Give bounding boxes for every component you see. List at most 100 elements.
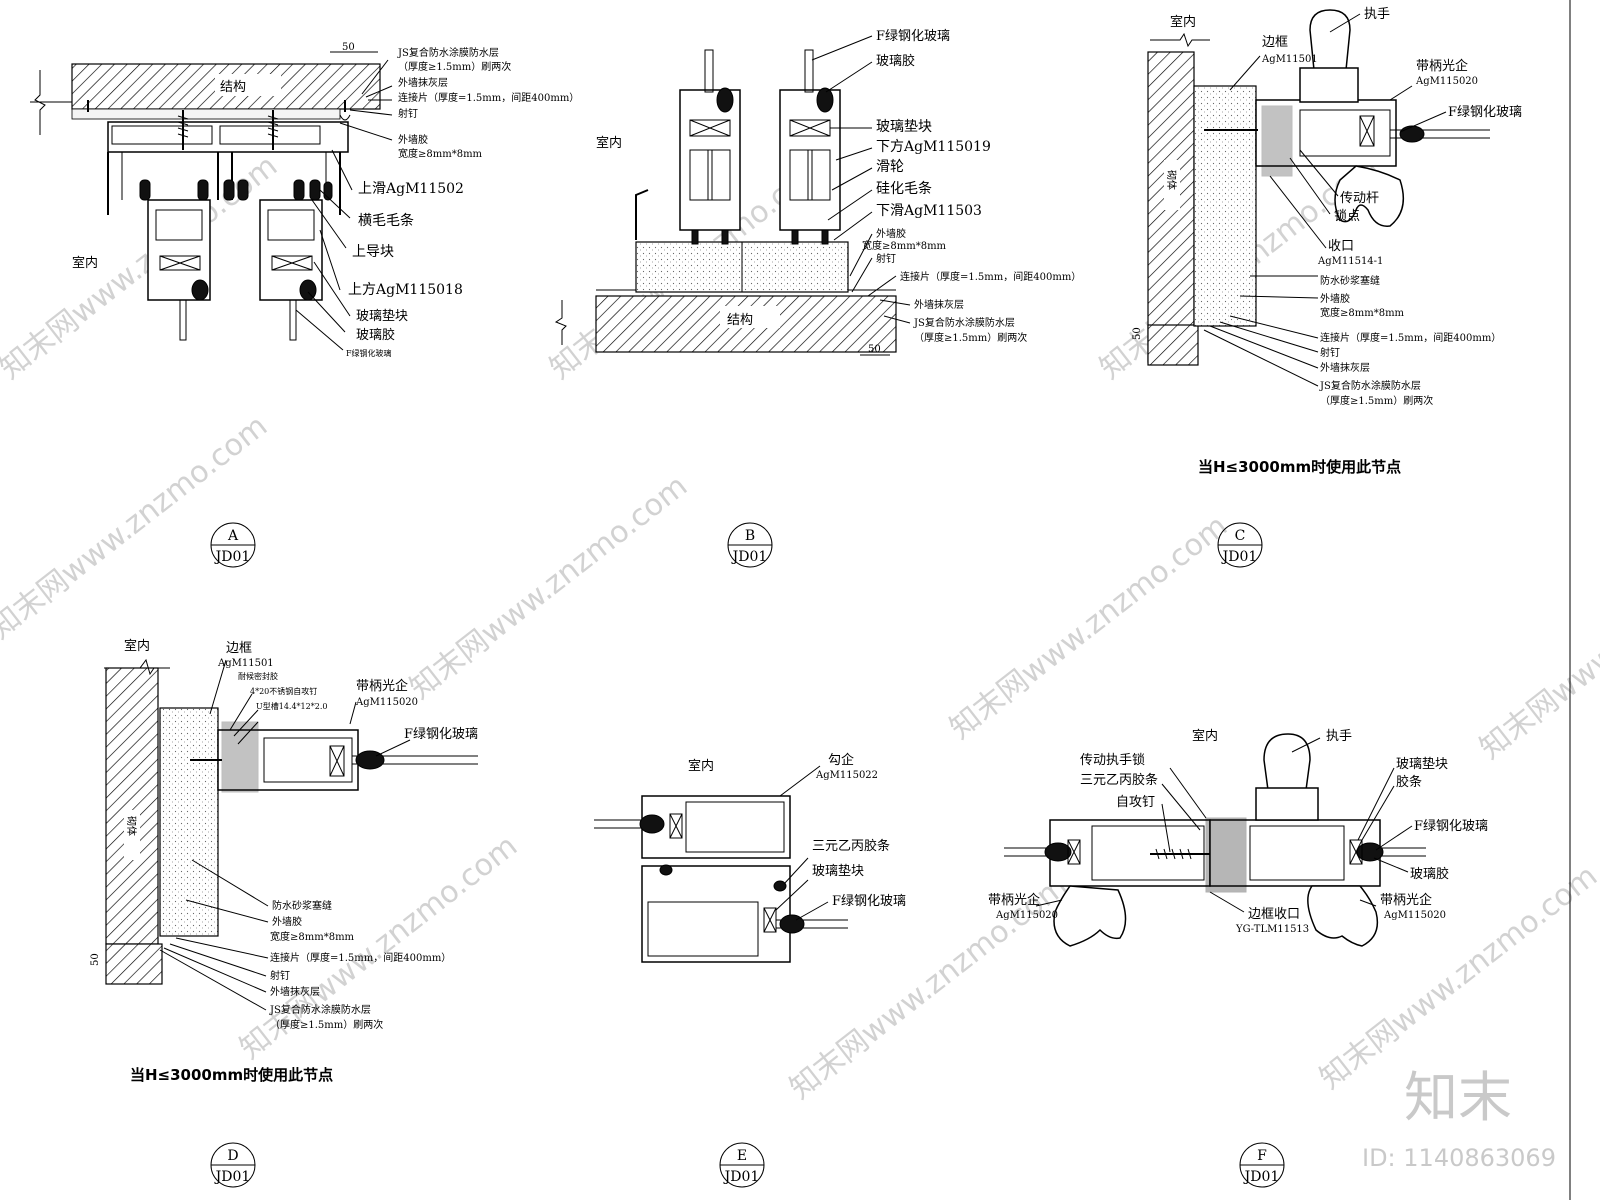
callout: JS复合防水涂膜防水层: [1319, 379, 1421, 392]
detail-letter: D: [227, 1148, 238, 1164]
callout: 上滑AgM11502: [358, 180, 464, 197]
callout: 执手: [1364, 7, 1390, 22]
callout: 外墙胶: [1320, 292, 1350, 305]
callout: 玻璃垫块: [1396, 756, 1448, 772]
mortar-fill: [159, 707, 219, 937]
detail-sheet: JD01: [214, 1169, 251, 1185]
callout: 宽度≥8mm*8mm: [270, 930, 355, 943]
mortar-fill: [1193, 85, 1257, 327]
break-line: [554, 300, 567, 345]
detail-sheet: JD01: [1221, 549, 1258, 565]
detail-letter: C: [1235, 528, 1246, 544]
wall-label: 砌体: [125, 816, 137, 836]
callout: （厚度≥1.5mm）刷两次: [398, 60, 511, 73]
callout: 硅化毛条: [876, 180, 932, 197]
detail-sheet: JD01: [1243, 1169, 1280, 1185]
callout: U型槽14.4*12*2.0: [256, 701, 327, 711]
callout: 防水砂浆塞缝: [272, 899, 332, 912]
callout: AgM115020: [355, 697, 418, 708]
callout: 连接片（厚度=1.5mm，间距400mm）: [1320, 331, 1501, 344]
detail-a: 结构 50: [30, 42, 579, 568]
callout: 胶条: [1396, 774, 1422, 790]
watermark-text: 知末网www.znzmo.com: [943, 508, 1234, 746]
detail-e: 室内 勾企 AgM115022 三元乙丙胶条 玻璃垫块 F绿钢化玻璃 E JD0…: [594, 752, 906, 1188]
callout: 自攻钉: [1116, 795, 1155, 810]
callout: AgM115020: [1415, 76, 1478, 87]
callout: 玻璃垫块: [876, 118, 932, 135]
detail-letter: E: [737, 1148, 747, 1164]
callout: F绿钢化玻璃: [832, 894, 906, 909]
callout: 玻璃胶: [1410, 866, 1449, 882]
callout: 三元乙丙胶条: [1080, 772, 1158, 788]
callout: 三元乙丙胶条: [812, 838, 890, 854]
callout: 带柄光企: [988, 892, 1040, 908]
callout: JS复合防水涂膜防水层: [397, 46, 499, 59]
callout: 连接片（厚度=1.5mm，间距400mm）: [398, 91, 579, 104]
callout: 宽度≥8mm*8mm: [1320, 306, 1405, 319]
callout: 传动杆: [1340, 191, 1379, 206]
image-id-text: ID: 1140863069: [1362, 1144, 1556, 1172]
detail-letter: A: [227, 528, 239, 544]
callout: 横毛毛条: [358, 212, 414, 229]
structure-label: 结构: [727, 313, 753, 328]
brand-logo-text: 知末: [1404, 1066, 1512, 1129]
detail-sheet: JD01: [723, 1169, 760, 1185]
callout: F绿钢化玻璃: [876, 29, 950, 44]
callout: AgM115020: [995, 910, 1058, 921]
callout: 宽度≥8mm*8mm: [862, 239, 947, 252]
callout: 下方AgM115019: [876, 139, 991, 155]
callout: F绿钢化玻璃: [1448, 105, 1522, 120]
callout: F绿钢化玻璃: [404, 727, 478, 742]
callout: 玻璃垫块: [356, 308, 408, 324]
callout: 玻璃胶: [876, 53, 915, 69]
callout: 执手: [1326, 729, 1352, 744]
callout: F绿钢化玻璃: [346, 348, 392, 358]
sash-left: [679, 89, 741, 231]
callout: 外墙胶: [876, 227, 906, 240]
callout: 带柄光企: [356, 678, 408, 694]
detail-b: 结构 50 室内: [554, 29, 1081, 568]
callout: 4*20不锈钢自攻钉: [250, 686, 317, 696]
interlock-profile-bottom: [641, 865, 791, 963]
callout: F绿钢化玻璃: [1414, 819, 1488, 834]
callout: （厚度≥1.5mm）刷两次: [914, 331, 1027, 344]
usage-note: 当H≤3000mm时使用此节点: [130, 1066, 333, 1084]
callout: 射钉: [1320, 347, 1340, 359]
callout: 勾企: [828, 752, 854, 768]
callout: 连接片（厚度=1.5mm，间距400mm）: [900, 270, 1081, 283]
masonry-wall: [105, 667, 159, 945]
dim-text: 50: [90, 953, 101, 966]
wall-label: 砌体: [1165, 170, 1177, 190]
detail-letter: F: [1257, 1148, 1267, 1164]
dim-text: 50: [868, 344, 881, 355]
callout: 外墙胶: [272, 915, 302, 928]
callout: （厚度≥1.5mm）刷两次: [270, 1018, 383, 1031]
callout: 玻璃垫块: [812, 863, 864, 879]
detail-f: 室内 执手 传动执手锁 三元乙丙胶条 自攻钉: [988, 724, 1488, 1188]
callout: （厚度≥1.5mm）刷两次: [1320, 394, 1433, 407]
callout: JS复合防水涂膜防水层: [269, 1003, 371, 1016]
callout: AgM11514-1: [1317, 256, 1383, 267]
callout: 外墙抹灰层: [270, 985, 320, 998]
callout: AgM11501: [217, 658, 274, 669]
callout: 射钉: [876, 253, 896, 265]
callout: 玻璃胶: [356, 327, 395, 343]
detail-sheet: JD01: [214, 549, 251, 565]
callout: 耐候密封胶: [238, 671, 278, 681]
indoor-label: 室内: [72, 255, 98, 271]
indoor-label: 室内: [1170, 14, 1196, 30]
callout: 外墙抹灰层: [1320, 361, 1370, 374]
callout: 滑轮: [876, 158, 904, 175]
callout: 带柄光企: [1416, 58, 1468, 74]
indoor-label: 室内: [1192, 728, 1218, 744]
callout: 边框收口: [1248, 907, 1300, 922]
callout: 上导块: [352, 244, 394, 260]
callout: 边框: [1262, 35, 1288, 50]
watermark-text: 知末网www.znzmo.com: [1473, 528, 1600, 766]
handle: [1263, 733, 1311, 791]
interlock-profile-top: [641, 795, 791, 859]
callout: 防水砂浆塞缝: [1320, 274, 1380, 287]
detail-sheet: JD01: [731, 549, 768, 565]
detail-letter: B: [745, 528, 755, 544]
